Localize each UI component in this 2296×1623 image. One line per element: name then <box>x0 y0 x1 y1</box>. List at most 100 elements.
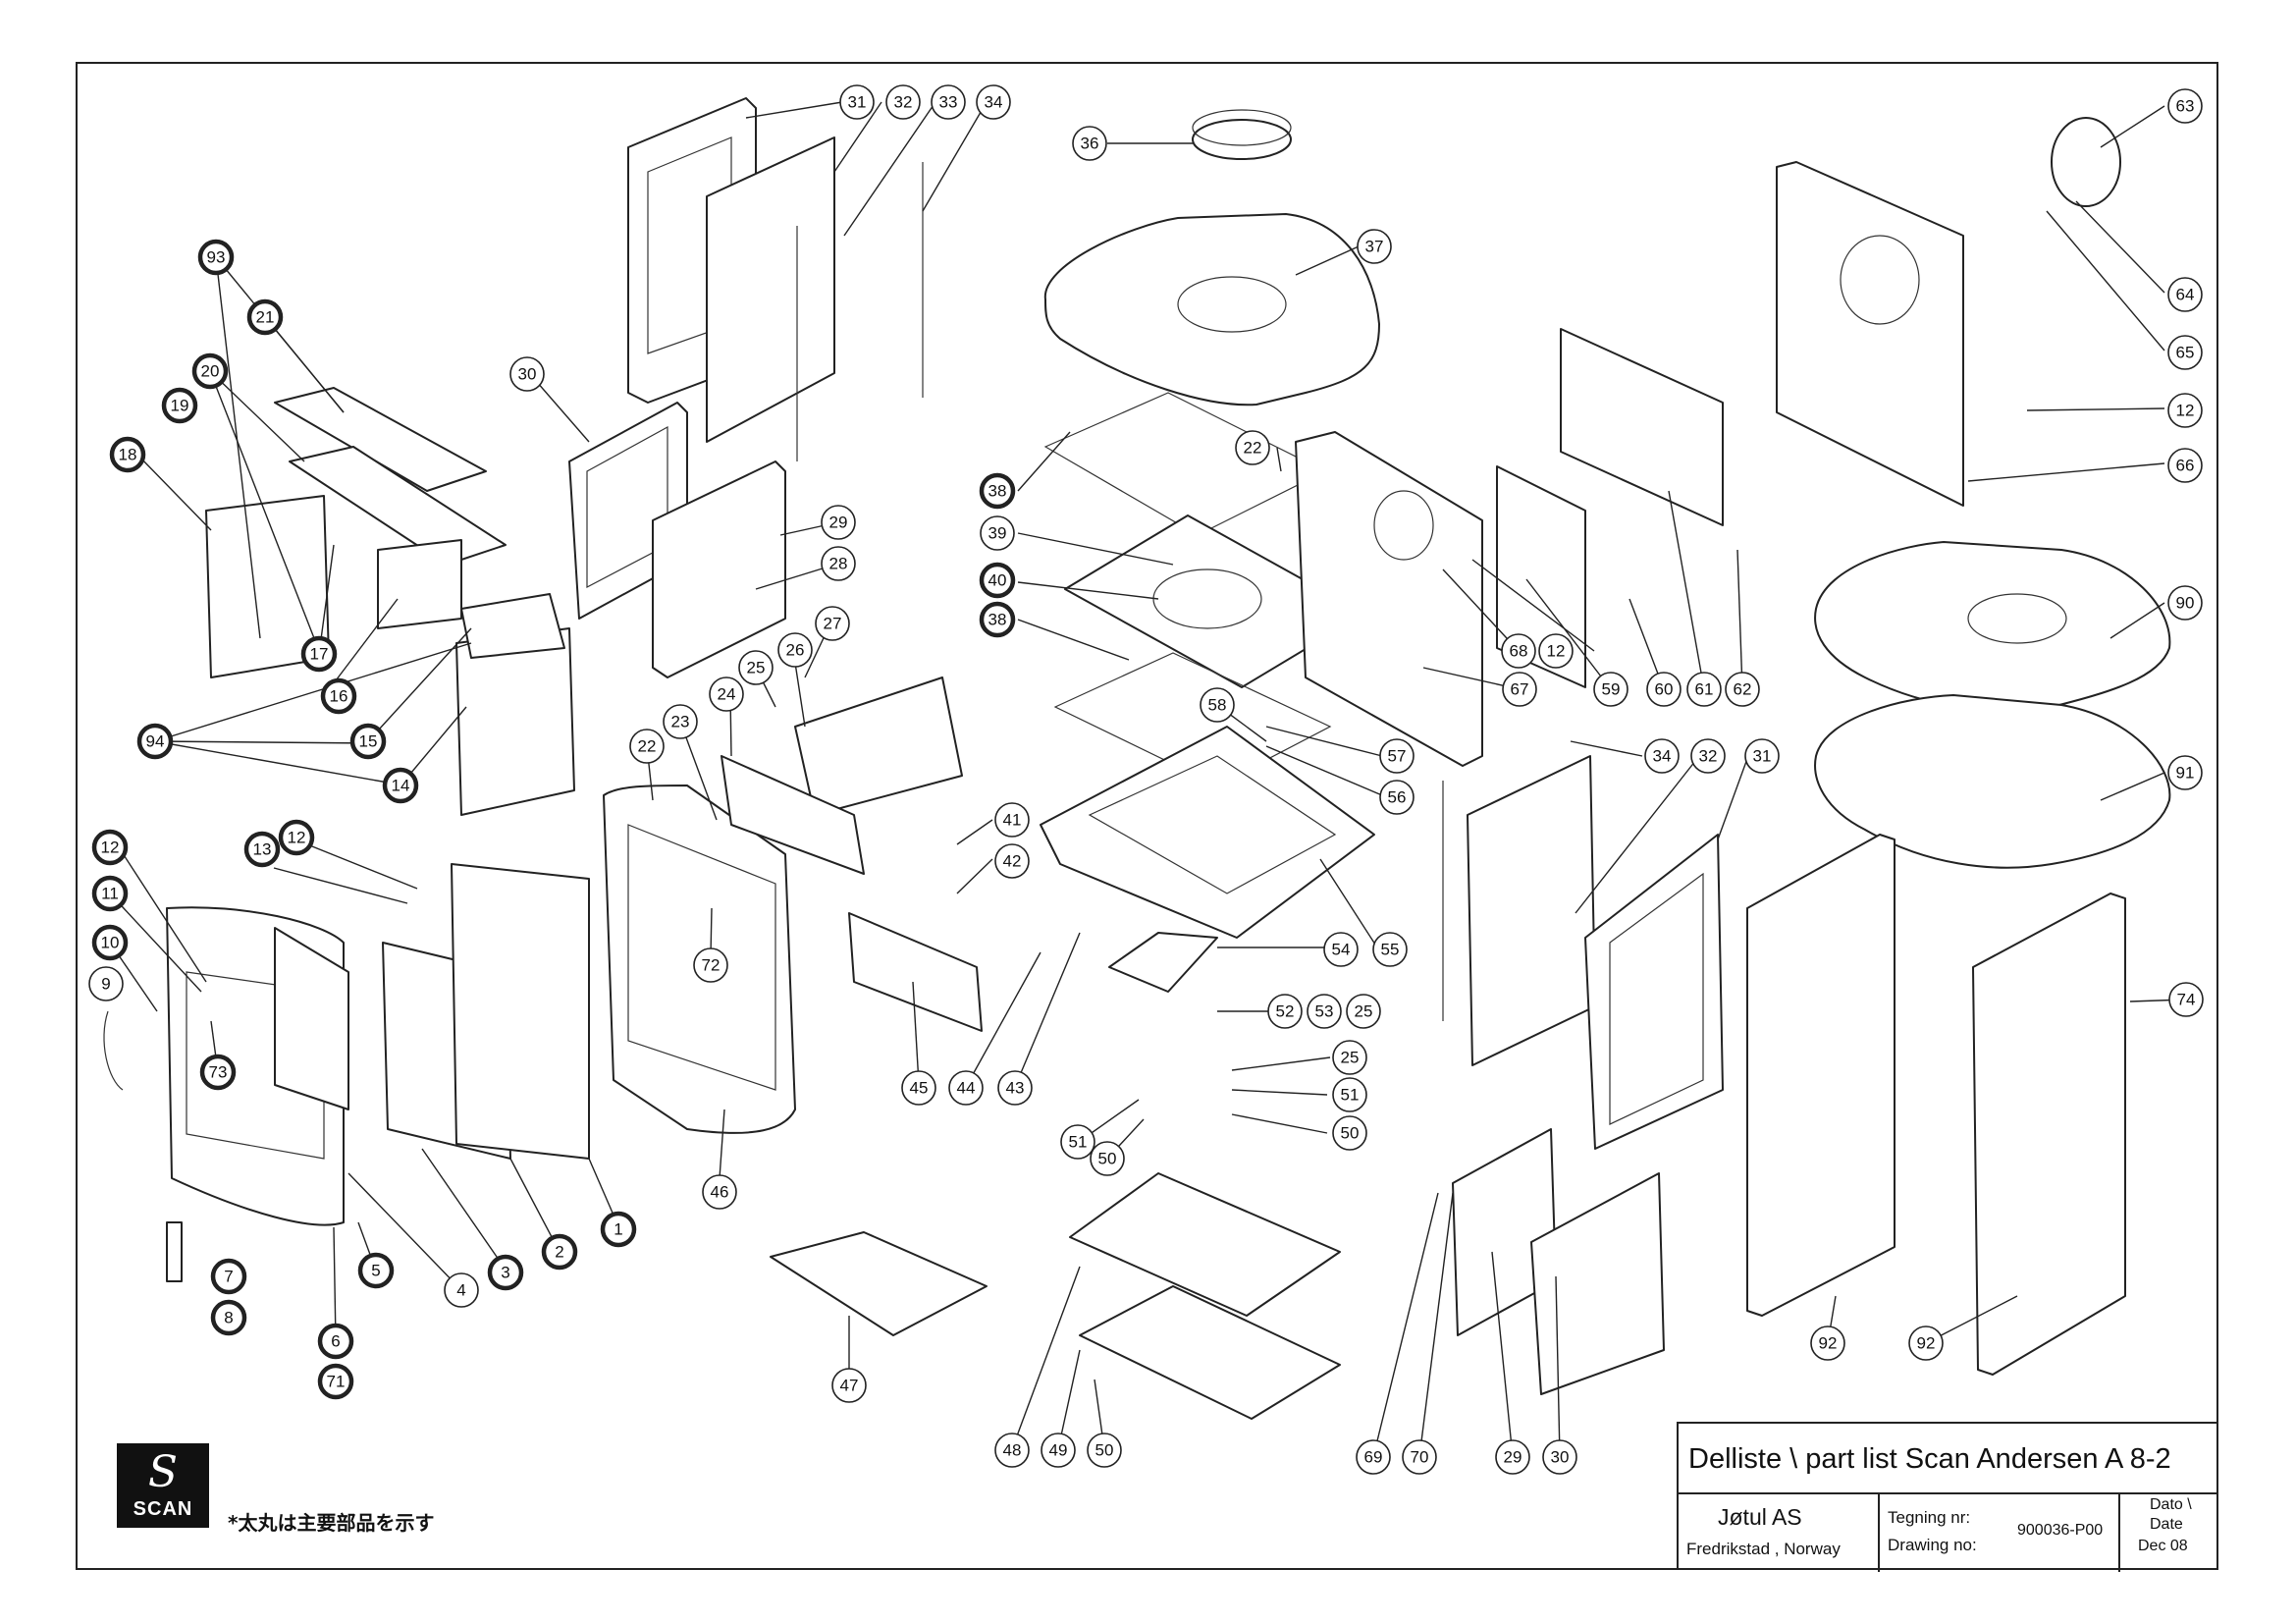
callout-circle <box>191 352 229 390</box>
callout-54: 54 <box>1323 932 1359 967</box>
callout-39: 39 <box>980 515 1015 551</box>
callout-label: 31 <box>1753 747 1772 766</box>
callout-23: 23 <box>663 704 698 739</box>
callout-43: 43 <box>997 1070 1033 1106</box>
callout-circle <box>1538 633 1574 669</box>
part-side-panel-right <box>1584 834 1724 1150</box>
callout-circle <box>317 1323 354 1360</box>
callout-47: 47 <box>831 1368 867 1403</box>
callout-25: 25 <box>1332 1040 1367 1075</box>
callout-label: 37 <box>1365 238 1384 256</box>
callout-label: 51 <box>1069 1133 1088 1152</box>
callout-label: 51 <box>1341 1086 1360 1105</box>
part-ash-pan <box>770 1231 988 1336</box>
callout-circle <box>1332 1115 1367 1151</box>
callout-29: 29 <box>1495 1439 1530 1475</box>
part-side-bracket-left <box>652 460 786 678</box>
callout-16: 16 <box>320 677 357 715</box>
callout-28: 28 <box>821 546 856 581</box>
callout-label: 93 <box>207 248 226 267</box>
callout-circle <box>1810 1325 1845 1361</box>
callout-label: 71 <box>327 1373 346 1391</box>
callout-circle <box>994 1433 1030 1468</box>
callout-44: 44 <box>948 1070 984 1106</box>
callout-10: 10 <box>91 924 129 961</box>
callout-circle <box>2167 335 2203 370</box>
callout-label: 1 <box>614 1220 622 1239</box>
part-heat-shield-outer <box>1560 328 1724 526</box>
date-label-no: Dato \ <box>2150 1496 2192 1513</box>
part-side-glass-left <box>706 136 835 443</box>
callout-label: 50 <box>1098 1150 1117 1168</box>
callout-circle <box>738 650 774 685</box>
part-flue-collar <box>1192 119 1292 160</box>
callout-22: 22 <box>629 729 665 764</box>
callout-9: 9 <box>88 966 124 1001</box>
callout-circle <box>300 635 338 673</box>
callout-25: 25 <box>1346 994 1381 1029</box>
callout-label: 92 <box>1917 1334 1936 1353</box>
callout-circle <box>382 767 419 804</box>
callout-label: 47 <box>840 1377 859 1395</box>
callout-circle <box>980 515 1015 551</box>
callout-label: 16 <box>330 687 348 706</box>
callout-label: 32 <box>1699 747 1718 766</box>
callout-92: 92 <box>1908 1325 1944 1361</box>
callout-circle <box>278 819 315 856</box>
callout-label: 41 <box>1003 811 1022 830</box>
callout-circle <box>931 84 966 120</box>
callout-circle <box>709 676 744 712</box>
callout-circle <box>821 505 856 540</box>
callout-8: 8 <box>210 1299 247 1336</box>
callout-22: 22 <box>1235 430 1270 465</box>
part-door-glass-3 <box>451 863 590 1160</box>
callout-circle <box>1690 738 1726 774</box>
callout-label: 32 <box>894 93 913 112</box>
callout-label: 21 <box>256 308 275 327</box>
callout-label: 12 <box>288 829 306 847</box>
callout-31: 31 <box>839 84 875 120</box>
callout-circle <box>317 1363 354 1400</box>
callout-label: 26 <box>786 641 805 660</box>
callout-24: 24 <box>709 676 744 712</box>
callout-circle <box>2167 393 2203 428</box>
callout-90: 90 <box>2167 585 2203 621</box>
callout-circle <box>1686 672 1722 707</box>
callout-66: 66 <box>2167 448 2203 483</box>
callout-37: 37 <box>1357 229 1392 264</box>
callout-12: 12 <box>91 829 129 866</box>
callout-label: 72 <box>702 956 721 975</box>
callout-63: 63 <box>2167 88 2203 124</box>
callout-circle <box>509 356 545 392</box>
callout-label: 91 <box>2176 764 2195 783</box>
callout-circle <box>88 966 124 1001</box>
callout-68: 68 <box>1501 633 1536 669</box>
part-spring <box>166 1221 183 1282</box>
callout-13: 13 <box>243 831 281 868</box>
callout-69: 69 <box>1356 1439 1391 1475</box>
callout-71: 71 <box>317 1363 354 1400</box>
callout-53: 53 <box>1307 994 1342 1029</box>
callout-label: 12 <box>1547 642 1566 661</box>
callout-label: 22 <box>638 737 657 756</box>
callout-45: 45 <box>901 1070 936 1106</box>
callout-50: 50 <box>1332 1115 1367 1151</box>
callout-circle <box>1402 1439 1437 1475</box>
callout-label: 42 <box>1003 852 1022 871</box>
callout-91: 91 <box>2167 755 2203 790</box>
callout-70: 70 <box>1402 1439 1437 1475</box>
callout-label: 62 <box>1734 680 1752 699</box>
callout-circle <box>243 831 281 868</box>
part-base-frame <box>1040 726 1375 939</box>
part-firebrick-mid <box>289 446 507 566</box>
callout-46: 46 <box>702 1174 737 1210</box>
callout-circle <box>693 947 728 983</box>
callout-circle <box>976 84 1011 120</box>
callout-58: 58 <box>1200 687 1235 723</box>
callout-label: 5 <box>371 1262 380 1280</box>
callout-circle <box>600 1211 637 1248</box>
callout-label: 44 <box>957 1079 976 1098</box>
callout-26: 26 <box>777 632 813 668</box>
callout-label: 29 <box>829 514 848 532</box>
callout-circle <box>2167 585 2203 621</box>
